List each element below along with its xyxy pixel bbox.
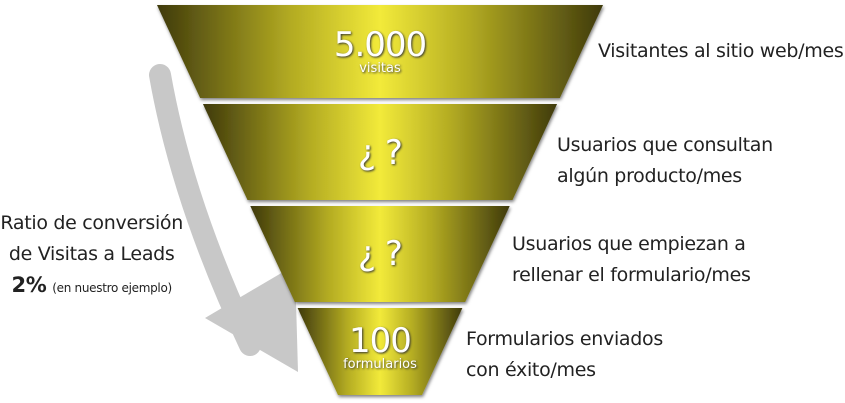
stage-3-value: ¿ ? bbox=[358, 234, 403, 274]
conversion-rate: 2% bbox=[11, 273, 47, 297]
stage-2-value: ¿ ? bbox=[358, 133, 403, 173]
funnel-stage-3 bbox=[250, 206, 510, 302]
funnel-stage-4 bbox=[297, 308, 463, 395]
conversion-rate-label: Ratio de conversión de Visitas a Leads 2… bbox=[0, 212, 183, 297]
funnel-stage-2 bbox=[202, 104, 558, 200]
stage-1-description: Visitantes al sitio web/mes bbox=[598, 40, 844, 62]
funnel-stage-1 bbox=[157, 5, 603, 98]
arrow-head-icon bbox=[205, 265, 298, 372]
